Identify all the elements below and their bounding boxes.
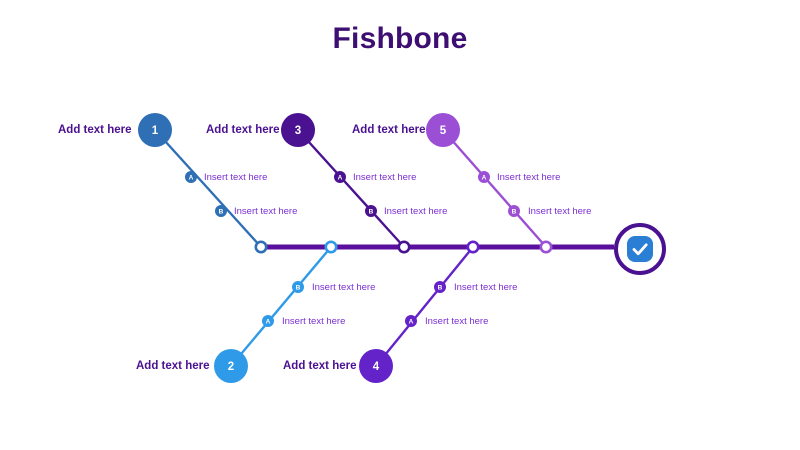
branch-line-3 xyxy=(296,128,406,249)
sub-marker-1-A[interactable] xyxy=(185,171,197,183)
branch-label-1[interactable]: Add text here xyxy=(58,124,132,136)
branch-group-5[interactable]: 5A B xyxy=(426,113,553,254)
sub-label-1-A[interactable]: Insert text here xyxy=(204,172,268,183)
branch-line-5 xyxy=(441,128,548,249)
sub-marker-letter-4-A: A xyxy=(409,318,414,325)
branch-junction-4[interactable] xyxy=(466,240,480,254)
sub-label-2-B[interactable]: Insert text here xyxy=(312,282,376,293)
sub-marker-letter-1-A: A xyxy=(189,174,194,181)
sub-marker-letter-3-A: A xyxy=(338,174,343,181)
sub-label-3-A[interactable]: Insert text here xyxy=(353,172,417,183)
branch-junction-2[interactable] xyxy=(324,240,338,254)
sub-label-2-A[interactable]: Insert text here xyxy=(282,316,346,327)
branch-group-3[interactable]: 3A B xyxy=(281,113,411,254)
sub-marker-2-A[interactable] xyxy=(262,315,274,327)
branch-node-5[interactable] xyxy=(426,113,460,147)
sub-label-1-B[interactable]: Insert text here xyxy=(234,206,298,217)
sub-marker-3-B[interactable] xyxy=(365,205,377,217)
sub-marker-4-B[interactable] xyxy=(434,281,446,293)
branch-node-3[interactable] xyxy=(281,113,315,147)
sub-marker-4-A[interactable] xyxy=(405,315,417,327)
check-icon xyxy=(632,243,648,256)
branch-node-number-4: 4 xyxy=(373,361,380,373)
sub-label-5-B[interactable]: Insert text here xyxy=(528,206,592,217)
sub-marker-letter-3-B: B xyxy=(369,208,374,215)
sub-marker-letter-5-B: B xyxy=(512,208,517,215)
branch-line-1 xyxy=(153,128,263,249)
sub-marker-1-B[interactable] xyxy=(215,205,227,217)
sub-label-4-A[interactable]: Insert text here xyxy=(425,316,489,327)
branch-node-number-3: 3 xyxy=(295,125,301,137)
branch-node-number-1: 1 xyxy=(152,125,159,137)
branch-group-1[interactable]: 1A B xyxy=(138,113,268,254)
sub-marker-3-A[interactable] xyxy=(334,171,346,183)
branch-node-number-2: 2 xyxy=(228,361,234,373)
branch-label-5[interactable]: Add text here xyxy=(352,124,426,136)
sub-marker-letter-4-B: B xyxy=(438,284,443,291)
head-badge xyxy=(627,236,653,262)
sub-marker-letter-2-A: A xyxy=(266,318,271,325)
branch-label-4[interactable]: Add text here xyxy=(283,360,357,372)
branch-group-4[interactable]: 4 B A xyxy=(359,240,480,383)
sub-label-5-A[interactable]: Insert text here xyxy=(497,172,561,183)
sub-label-4-B[interactable]: Insert text here xyxy=(454,282,518,293)
sub-label-3-B[interactable]: Insert text here xyxy=(384,206,448,217)
branch-node-2[interactable] xyxy=(214,349,248,383)
branch-node-4[interactable] xyxy=(359,349,393,383)
branch-line-2 xyxy=(229,245,333,368)
sub-marker-5-B[interactable] xyxy=(508,205,520,217)
branch-node-number-5: 5 xyxy=(440,125,447,137)
branch-line-4 xyxy=(374,245,475,368)
fishbone-head[interactable] xyxy=(614,223,666,275)
branch-junction-3[interactable] xyxy=(397,240,411,254)
branch-junction-5[interactable] xyxy=(539,240,553,254)
sub-marker-letter-2-B: B xyxy=(296,284,301,291)
branch-junction-1[interactable] xyxy=(254,240,268,254)
page-title: Fishbone xyxy=(332,22,468,55)
branch-node-1[interactable] xyxy=(138,113,172,147)
branch-label-2[interactable]: Add text here xyxy=(136,360,210,372)
sub-marker-letter-1-B: B xyxy=(219,208,224,215)
branch-group-2[interactable]: 2 B A xyxy=(214,240,338,383)
sub-marker-5-A[interactable] xyxy=(478,171,490,183)
sub-marker-letter-5-A: A xyxy=(482,174,487,181)
sub-marker-2-B[interactable] xyxy=(292,281,304,293)
branch-label-3[interactable]: Add text here xyxy=(206,124,280,136)
